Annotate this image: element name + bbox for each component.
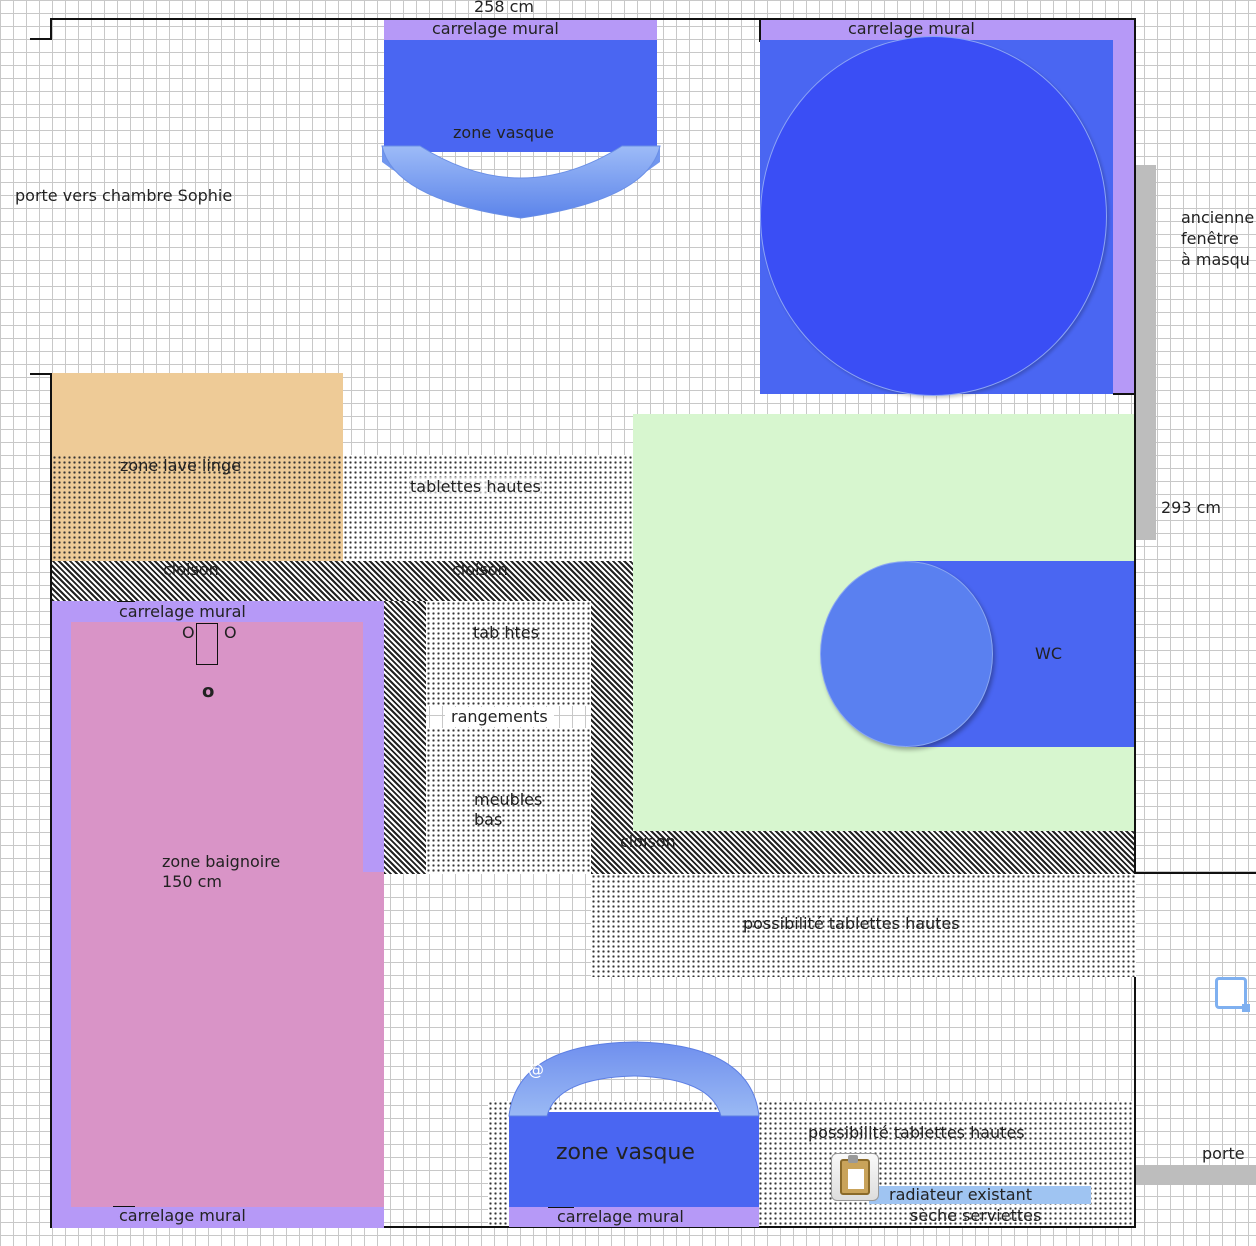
wall-tile-right: [1113, 20, 1134, 394]
bathtub-tile-bottom-label: carrelage mural: [119, 1206, 246, 1225]
radiator-label: radiateur existant: [889, 1185, 1033, 1204]
sink-zone-bottom: [509, 1112, 759, 1207]
bathtub-faucet: [196, 623, 218, 665]
shower-bottom-edge: [1113, 393, 1134, 395]
door: [1136, 1165, 1256, 1185]
high-shelves-zone: [343, 455, 633, 561]
door-label: porte: [1202, 1144, 1245, 1163]
sink-basin-bottom: [508, 1041, 760, 1117]
partition-label-1: cloison: [163, 560, 219, 579]
bathtub-drain: o: [202, 681, 215, 702]
storage-low-furniture: [426, 728, 591, 874]
wall-tile-top-right-label: carrelage mural: [848, 19, 975, 38]
partition-storage-left: [384, 601, 426, 874]
wall-tile-bottom-label: carrelage mural: [557, 1207, 684, 1226]
bathtub-zone-label: zone baignoire 150 cm: [162, 852, 281, 891]
wall-left: [50, 373, 52, 1228]
wall-tile-top-right: [760, 20, 1134, 40]
partition-wc-bottom: [591, 831, 1134, 874]
storage-low-furniture-label: meubles bas: [474, 790, 543, 829]
wall-top: [50, 18, 1136, 20]
at-sign-label: @: [528, 1060, 544, 1079]
partition-label-2: cloison: [452, 560, 508, 579]
wall-tile-bottom-tick: [548, 1207, 574, 1208]
storage-high-shelves: [426, 601, 591, 706]
partition-horizontal: [52, 561, 633, 601]
tap-right: O: [224, 623, 237, 642]
door-sophie-label: porte vers chambre Sophie: [15, 186, 233, 205]
possible-shelves-bottom-label: possibilité tablettes hautes: [808, 1123, 1025, 1142]
wall-top-left-stub: [30, 38, 52, 40]
bathtub-tile-top-label: carrelage mural: [119, 602, 246, 621]
wall-right-extension: [1134, 872, 1256, 874]
sink-zone-top-label: zone vasque: [453, 123, 555, 142]
width-dimension-label: 258 cm: [474, 0, 535, 16]
shower-tray-circle: [760, 36, 1107, 396]
laundry-zone-label: zone lave linge: [120, 456, 241, 475]
wall-left-stub: [30, 373, 52, 375]
shower-left-edge: [759, 20, 761, 42]
partition-storage-right: [591, 601, 633, 874]
wall-bottom: [50, 1226, 1136, 1228]
storage-label: rangements: [445, 707, 554, 727]
radiator: [869, 1186, 1091, 1204]
wall-tile-top-left-label: carrelage mural: [432, 19, 559, 38]
tap-left: O: [182, 623, 195, 642]
height-dimension-label: 293 cm: [1161, 498, 1222, 517]
old-window-label: ancienne fenêtre à masqu: [1181, 208, 1255, 269]
selection-handle-icon[interactable]: [1215, 977, 1250, 1012]
partition-label-3: cloison: [620, 832, 676, 851]
sink-zone-top: [384, 40, 657, 152]
high-shelves-label: tablettes hautes: [410, 477, 541, 497]
laundry-shelf-overlay: [52, 455, 343, 561]
bathtub-tile-tick-top: [117, 601, 135, 602]
wall-right: [1134, 18, 1136, 1228]
possible-shelves-right-label: possibilité tablettes hautes: [743, 914, 960, 933]
wall-tile-bottom: [509, 1207, 759, 1227]
clipboard-icon[interactable]: [831, 1153, 879, 1201]
storage-high-shelves-label: tab htes: [473, 623, 539, 642]
old-window: [1136, 165, 1156, 540]
bathtub-zone: [71, 622, 363, 1207]
wc-bowl: [820, 561, 993, 747]
wall-tile-top-left: [384, 20, 657, 40]
sink-zone-bottom-label: zone vasque: [556, 1140, 695, 1165]
wc-label: WC: [1035, 644, 1062, 663]
bathtub-zone-extension: [363, 872, 384, 1207]
sink-basin-top: [381, 145, 661, 219]
towel-dryer-label: sèche serviettes: [910, 1206, 1042, 1225]
bathtub-tile-tick-bottom: [113, 1206, 135, 1207]
wall-left-upper: [50, 18, 52, 40]
possible-shelves-right: [591, 874, 1136, 977]
